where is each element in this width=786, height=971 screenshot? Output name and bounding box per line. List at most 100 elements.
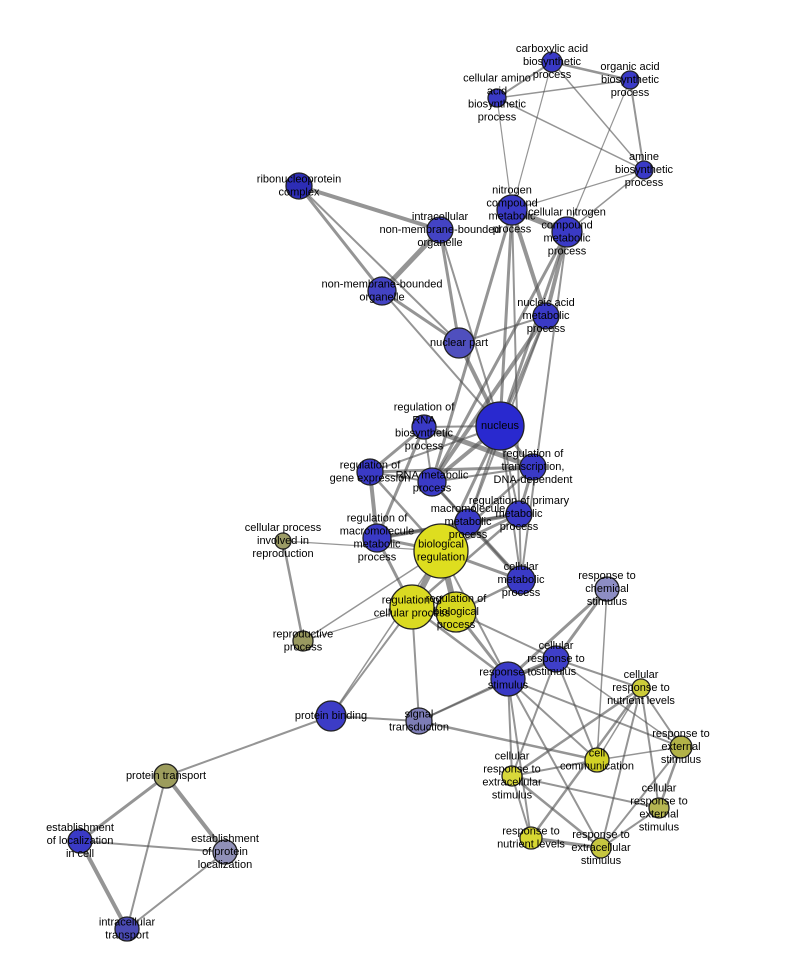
edge-intracell_organelle--nucleus — [439, 229, 501, 427]
node-resp_stimulus[interactable] — [490, 661, 526, 697]
edge-cell_communication--cellular_resp_extracell — [511, 759, 598, 777]
node-organic_acid[interactable] — [620, 70, 640, 90]
edge-nucleic_acid--rna_metabolic — [430, 314, 548, 484]
edge-amine--nitrogen_compound — [511, 169, 645, 211]
edge-cellular_amino_acid--nitrogen_compound — [496, 97, 513, 211]
node-nucleic_acid[interactable] — [532, 302, 560, 330]
edge-cellular_resp_stim--resp_chemical — [554, 587, 609, 661]
node-reg_primary[interactable] — [505, 500, 533, 528]
node-reg_rna_biosyn[interactable] — [411, 414, 437, 440]
node-cellular_resp_stim[interactable] — [542, 645, 570, 673]
edge-cellular_resp_external--cellular_resp_extracell — [511, 775, 660, 809]
edge-protein_transport--estab_loc_cell — [78, 774, 168, 843]
node-intracell_transport[interactable] — [114, 916, 140, 942]
edge-resp_extracell--cellular_resp_extracell — [510, 774, 603, 850]
edge-carboxylic_acid--cellular_amino_acid — [496, 61, 553, 99]
node-estab_loc_cell[interactable] — [67, 828, 93, 854]
edge-resp_stimulus--resp_chemical — [506, 587, 609, 681]
edge-carboxylic_acid--organic_acid — [550, 60, 632, 82]
edge-protein_transport--estab_protein_loc — [164, 774, 227, 854]
edge-estab_protein_loc--intracell_transport — [126, 851, 226, 930]
node-cellular_resp_nutrient[interactable] — [631, 678, 651, 698]
node-estab_protein_loc[interactable] — [212, 839, 238, 865]
edge-layer — [78, 60, 683, 931]
edge-reg_transcription--rna_metabolic — [431, 466, 534, 483]
edge-resp_stimulus--resp_external — [507, 678, 682, 748]
edge-organic_acid--cellular_amino_acid — [496, 79, 631, 99]
edge-nitrogen_compound--nucleus — [498, 208, 514, 428]
edge-cell_communication--cellular_resp_nutrient — [596, 687, 642, 761]
node-nitrogen_compound[interactable] — [496, 194, 528, 226]
edge-cellular_resp_nutrient--cellular_resp_external — [640, 687, 660, 809]
node-biological_regulation[interactable] — [413, 523, 469, 579]
edge-estab_loc_cell--estab_protein_loc — [79, 840, 226, 853]
edge-resp_stimulus--resp_extracell — [507, 678, 602, 849]
node-resp_extracell[interactable] — [590, 837, 612, 859]
edge-reg_transcription--reg_gene_expr — [368, 465, 535, 474]
node-intracell_organelle[interactable] — [426, 216, 454, 244]
node-resp_nutrient[interactable] — [519, 826, 543, 850]
edge-protein_transport--intracell_transport — [126, 775, 167, 930]
edge-amine--cellular_nitrogen — [566, 169, 645, 233]
node-reproductive[interactable] — [292, 630, 314, 652]
edge-ribonucleoprotein--intracell_organelle — [297, 184, 442, 232]
edge-intracell_organelle--nuclear_part — [438, 228, 461, 345]
edge-resp_extracell--cellular_resp_external — [600, 807, 660, 849]
edge-reg_rna_biosyn--reg_macromolecule — [375, 425, 426, 540]
edge-resp_external--resp_extracell — [600, 746, 682, 849]
node-amine[interactable] — [634, 160, 654, 180]
node-nuclear_part[interactable] — [443, 327, 475, 359]
node-reg_transcription[interactable] — [519, 453, 547, 481]
edge-cellular_nitrogen--nucleus — [498, 230, 569, 428]
edge-cellular_resp_nutrient--cellular_resp_extracell — [510, 686, 643, 778]
node-ribonucleoprotein[interactable] — [285, 172, 313, 200]
edge-carboxylic_acid--nitrogen_compound — [511, 61, 553, 211]
node-protein_transport[interactable] — [153, 763, 179, 789]
edge-nitrogen_compound--nucleic_acid — [510, 208, 548, 318]
node-layer — [67, 51, 693, 942]
edge-cellular_resp_stim--cellular_resp_extracell — [511, 658, 557, 777]
node-reg_cellular[interactable] — [389, 584, 435, 630]
edge-biological_regulation--protein_binding — [330, 550, 442, 717]
edge-carboxylic_acid--amine — [551, 61, 645, 171]
edge-resp_extracell--resp_nutrient — [529, 836, 603, 850]
edge-organic_acid--cellular_nitrogen — [566, 79, 631, 233]
edge-nucleus--cellular_metabolic — [499, 425, 522, 581]
node-nmb_organelle[interactable] — [367, 276, 397, 306]
node-cellular_metabolic[interactable] — [506, 565, 536, 595]
node-cellular_amino_acid[interactable] — [487, 88, 507, 108]
node-protein_binding[interactable] — [315, 700, 347, 732]
node-macromolecule_metabolic[interactable] — [454, 508, 482, 536]
edge-estab_loc_cell--intracell_transport — [78, 839, 129, 931]
edge-cellular_resp_stim--signal_transduction — [418, 658, 557, 722]
edge-cellular_resp_nutrient--resp_extracell — [600, 687, 642, 849]
edge-signal_transduction--cell_communication — [417, 719, 599, 762]
edge-cell_process_repro--reproductive — [281, 539, 305, 643]
node-carboxylic_acid[interactable] — [541, 51, 563, 73]
edge-cellular_resp_nutrient--resp_external — [640, 687, 682, 748]
edge-reg_rna_biosyn--reg_transcription — [421, 424, 536, 470]
edge-cellular_amino_acid--amine — [496, 97, 645, 171]
node-resp_chemical[interactable] — [594, 576, 620, 602]
node-cell_communication[interactable] — [584, 747, 610, 773]
edge-ribonucleoprotein--nmb_organelle — [297, 184, 384, 293]
node-cell_process_repro[interactable] — [274, 532, 292, 550]
node-resp_external[interactable] — [669, 735, 693, 759]
node-cellular_resp_external[interactable] — [648, 797, 670, 819]
node-rna_metabolic[interactable] — [417, 467, 447, 497]
edge-nmb_organelle--nucleus — [381, 290, 501, 427]
edge-protein_binding--protein_transport — [165, 715, 332, 777]
edge-resp_stimulus--cell_communication — [507, 678, 598, 761]
node-reg_gene_expr[interactable] — [356, 458, 384, 486]
edge-cellular_nitrogen--cellular_metabolic — [520, 231, 568, 581]
node-cellular_resp_extracell[interactable] — [501, 765, 523, 787]
node-cellular_nitrogen[interactable] — [551, 216, 583, 248]
node-reg_biological[interactable] — [435, 591, 477, 633]
node-signal_transduction[interactable] — [405, 707, 433, 735]
node-nucleus[interactable] — [475, 401, 525, 451]
edge-resp_external--cell_communication — [596, 746, 682, 761]
node-reg_macromolecule[interactable] — [362, 523, 392, 553]
